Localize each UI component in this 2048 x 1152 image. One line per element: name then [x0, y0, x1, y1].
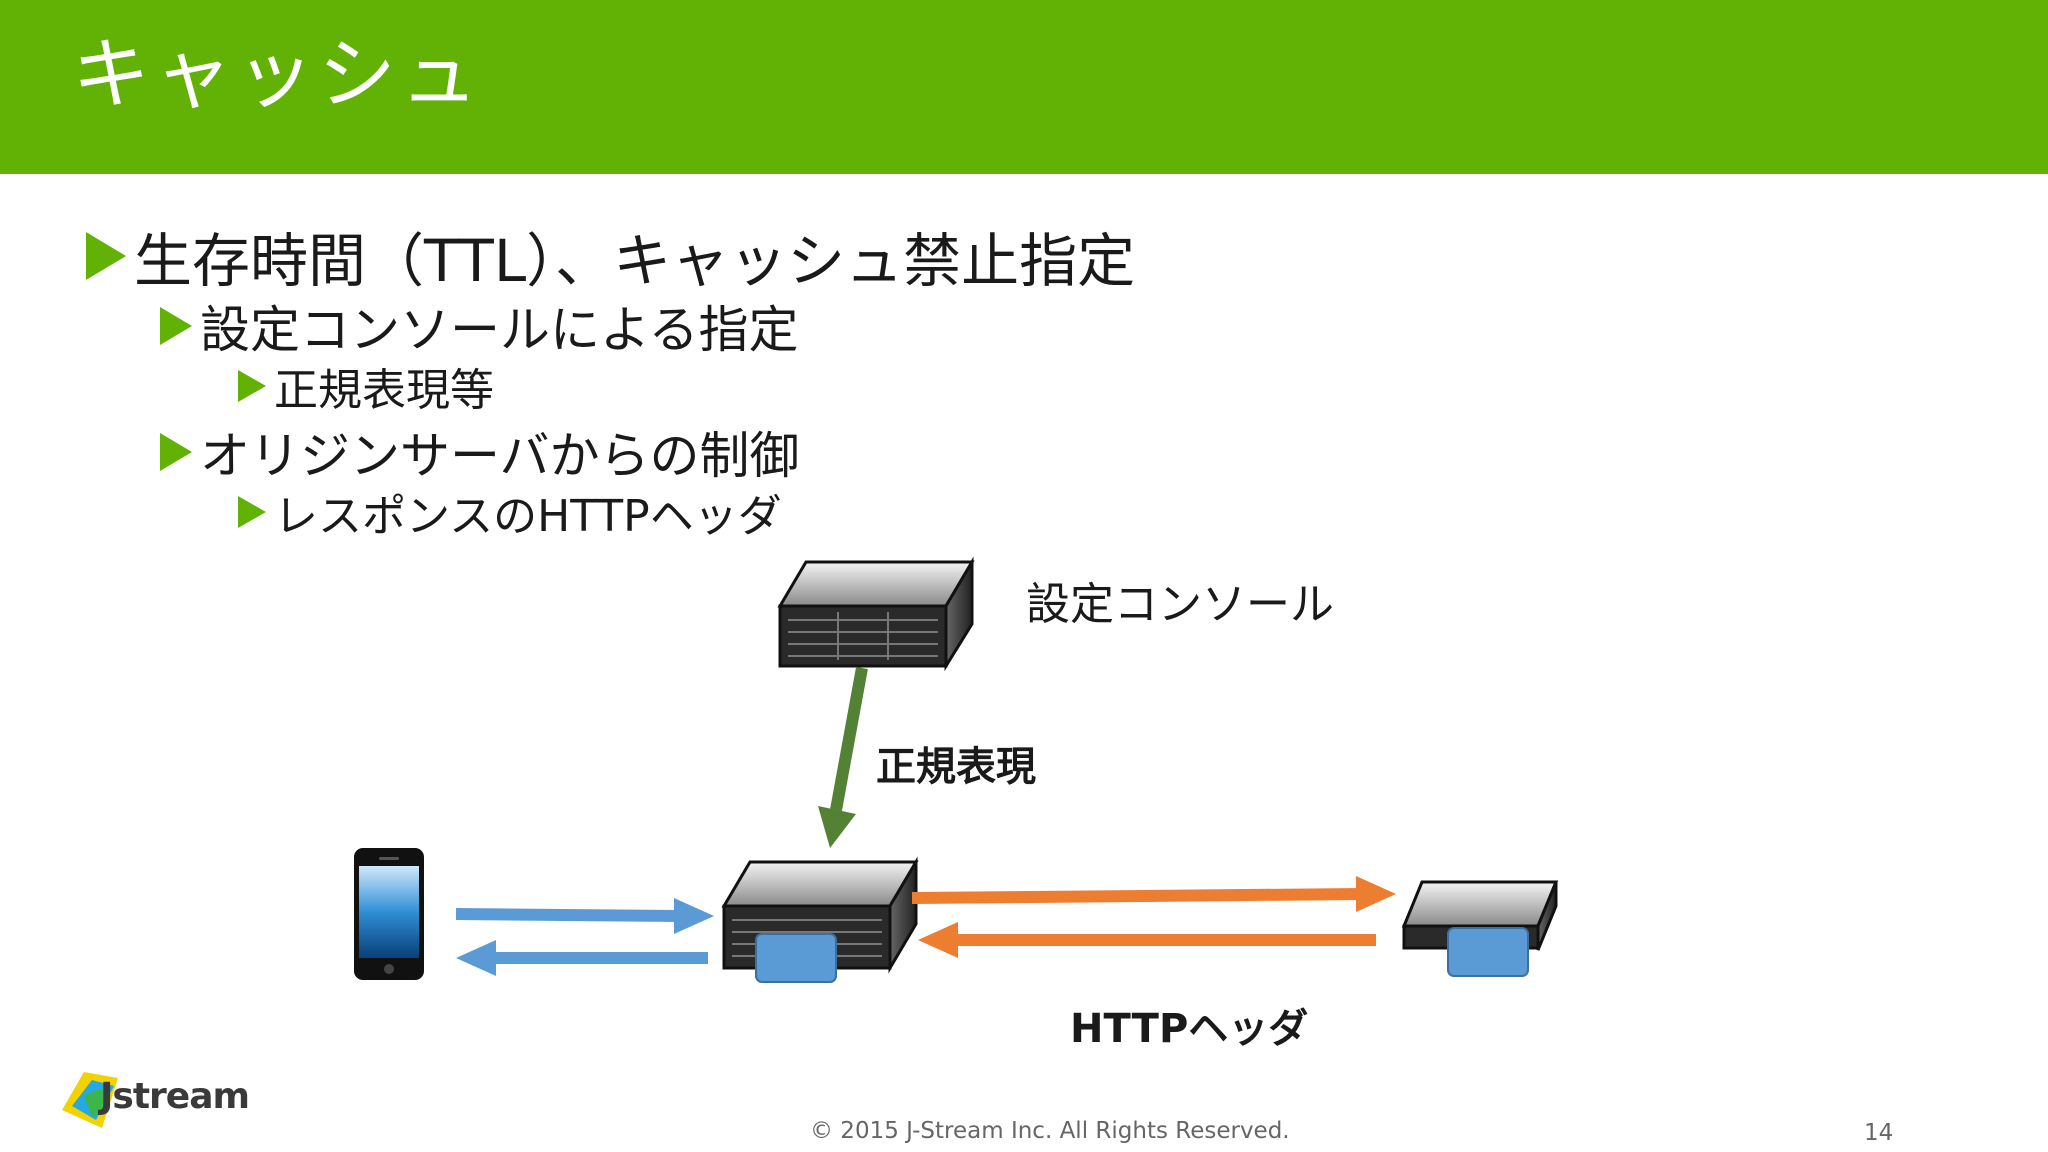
slide-header: キャッシュ	[0, 0, 2048, 174]
bullet-text: 設定コンソールによる指定	[200, 301, 799, 359]
bullet-triangle-icon	[86, 232, 126, 280]
slide-title: キャッシュ	[72, 30, 483, 120]
regex-arrow	[818, 666, 868, 848]
smartphone-icon	[354, 848, 424, 980]
bullet-level1: 生存時間（TTL）、キャッシュ禁止指定	[86, 214, 1135, 298]
bullet-triangle-icon	[160, 307, 192, 345]
bullet-triangle-icon	[238, 496, 266, 528]
client-arrows	[455, 898, 714, 976]
bullet-level3-http: レスポンスのHTTPヘッダ	[238, 480, 782, 544]
jstream-logo: Jstream	[62, 1066, 250, 1132]
origin-server-icon	[1401, 880, 1559, 977]
regex-label: 正規表現	[876, 744, 1036, 790]
logo-mark-icon	[62, 1072, 118, 1128]
copyright-text: © 2015 J-Stream Inc. All Rights Reserved…	[810, 1118, 1290, 1144]
bullet-level2-origin: オリジンサーバからの制御	[160, 416, 800, 488]
bullet-triangle-icon	[238, 370, 266, 402]
cache-server-icon	[721, 856, 919, 983]
bullet-text: オリジンサーバからの制御	[200, 427, 800, 485]
bullet-text: 生存時間（TTL）、キャッシュ禁止指定	[134, 227, 1136, 295]
bullet-level3-regex: 正規表現等	[238, 354, 494, 418]
console-label: 設定コンソール	[1026, 579, 1334, 630]
origin-arrows	[911, 876, 1396, 958]
page-number: 14	[1864, 1120, 1894, 1146]
bullet-text: 正規表現等	[274, 365, 494, 416]
bullet-level2-console: 設定コンソールによる指定	[160, 290, 799, 362]
logo-text: Jstream	[100, 1076, 250, 1117]
bullet-triangle-icon	[160, 433, 192, 471]
console-server-icon	[777, 556, 975, 672]
bullet-text: レスポンスのHTTPヘッダ	[274, 491, 782, 542]
http-header-label: HTTPヘッダ	[1070, 1006, 1309, 1052]
